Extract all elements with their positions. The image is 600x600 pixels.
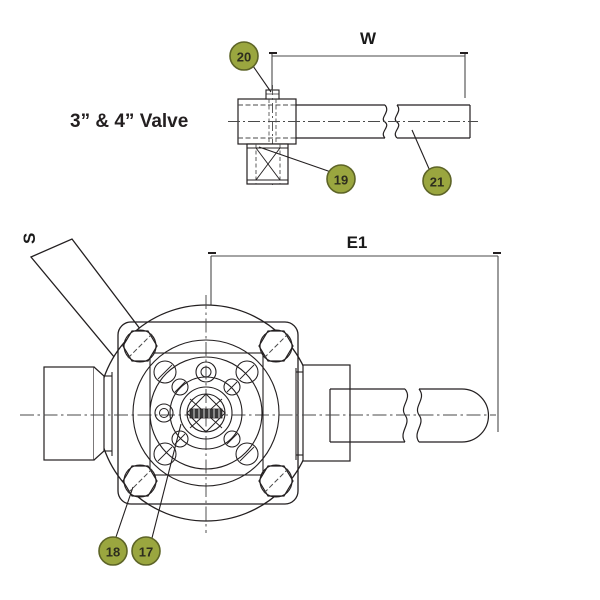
- left-end-connection: [43, 366, 113, 461]
- dimension-label-s: S: [20, 233, 39, 244]
- leader-17: [151, 423, 182, 539]
- dimension-label-w: W: [360, 29, 377, 48]
- balloon-markers: 20 19 21 18 17: [98, 41, 452, 566]
- stem-boss-circle: [179, 386, 233, 440]
- break-symbol-right: [394, 104, 400, 139]
- hex-bolt-top-left: [122, 329, 158, 363]
- balloon-20-label: 20: [237, 50, 251, 65]
- balloon-18[interactable]: 18: [98, 536, 128, 566]
- leader-20: [252, 65, 272, 93]
- corner-hex-bolts: [122, 329, 294, 498]
- break-symbol-outlet-left: [402, 388, 409, 443]
- dimension-e1: E1: [208, 233, 501, 432]
- main-view-valve-body: E1 S: [20, 233, 501, 533]
- handle-hub: [237, 98, 297, 145]
- balloon-21[interactable]: 21: [422, 166, 452, 196]
- flange-circle-mid: [149, 356, 263, 470]
- bolt-circle-outer: [132, 339, 280, 487]
- balloon-19[interactable]: 19: [326, 164, 356, 194]
- left-port-inner: [159, 408, 169, 418]
- hex-bolt-bottom-right: [258, 464, 294, 498]
- leader-21: [411, 129, 431, 172]
- dimension-w: W: [269, 29, 468, 98]
- flange-bolt-holes: [153, 360, 259, 466]
- top-port-inner: [200, 366, 212, 378]
- left-port-circle: [154, 403, 174, 423]
- mounting-bracket: [246, 143, 289, 185]
- balloon-20[interactable]: 20: [229, 41, 259, 71]
- break-symbol-outlet-right: [416, 388, 423, 443]
- balloon-18-label: 18: [106, 545, 120, 560]
- page-title: 3” & 4” Valve: [70, 111, 188, 132]
- outlet-rod-right: [416, 388, 490, 443]
- hex-bolt-bottom-left: [122, 464, 158, 498]
- valve-stem-detail: [186, 393, 226, 433]
- break-symbol-left: [382, 104, 388, 139]
- hex-bolt-top-right: [258, 329, 294, 363]
- top-port-circle: [195, 361, 217, 383]
- top-view-handle-assembly: W: [228, 29, 478, 188]
- body-square-flange: [117, 321, 299, 505]
- dimension-label-e1: E1: [347, 233, 368, 252]
- balloon-21-label: 21: [430, 175, 444, 190]
- balloon-17-label: 17: [139, 545, 153, 560]
- right-end-connection: [295, 364, 351, 462]
- balloon-17[interactable]: 17: [131, 536, 161, 566]
- balloon-19-label: 19: [334, 173, 348, 188]
- leader-19: [258, 146, 332, 173]
- leader-18: [115, 486, 134, 538]
- handle-rod-left: [296, 104, 388, 139]
- balloon-leaders: [115, 65, 431, 539]
